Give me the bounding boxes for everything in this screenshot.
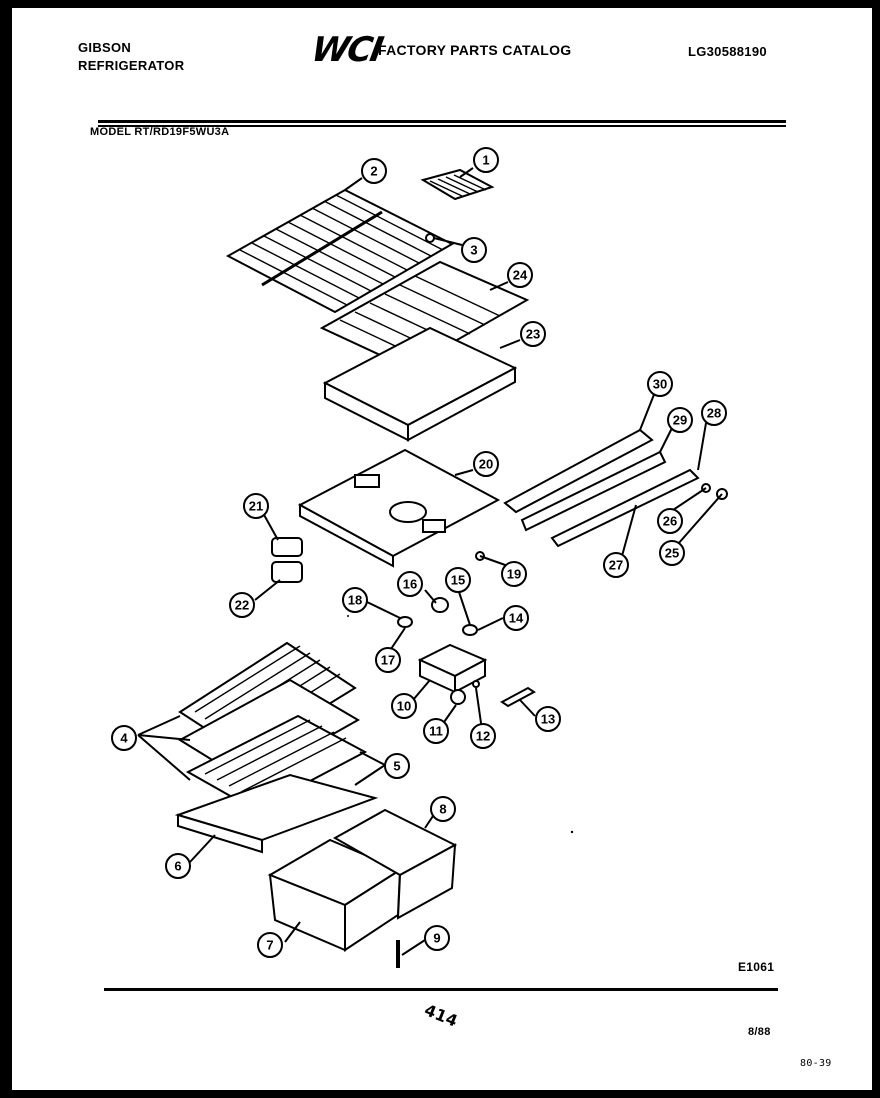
callout-label: 23 (526, 327, 540, 342)
callout-label: 27 (609, 558, 623, 573)
callout-label: 30 (653, 377, 667, 392)
callout-label: 22 (235, 598, 249, 613)
part-22-damper-housing (271, 561, 303, 583)
callout-13: 13 (535, 706, 561, 732)
callout-26: 26 (657, 508, 683, 534)
callout-label: 19 (507, 567, 521, 582)
callout-5: 5 (384, 753, 410, 779)
callout-label: 16 (403, 577, 417, 592)
part-6-crisper-cover-frame (174, 773, 379, 854)
part-21-damper (271, 537, 303, 557)
callout-9: 9 (424, 925, 450, 951)
callout-label: 4 (120, 731, 128, 746)
callout-11: 11 (423, 718, 449, 744)
footer-rule (104, 988, 778, 991)
callout-label: 18 (348, 593, 362, 608)
callout-15: 15 (445, 567, 471, 593)
diagram-code: E1061 (738, 960, 775, 974)
date-code: 8/88 (748, 1026, 771, 1038)
callout-14: 14 (503, 605, 529, 631)
callout-label: 13 (541, 712, 555, 727)
part-1-ice-tray (420, 168, 495, 201)
callout-21: 21 (243, 493, 269, 519)
part-2-wire-shelf (225, 188, 455, 314)
part-3-screw (425, 233, 435, 243)
callout-label: 8 (439, 802, 446, 817)
callout-27: 27 (603, 552, 629, 578)
callout-label: 9 (433, 931, 440, 946)
part-23-crisper-cover (322, 326, 518, 442)
callout-22: 22 (229, 592, 255, 618)
callout-label: 25 (665, 546, 679, 561)
callout-label: 28 (707, 406, 721, 421)
part-13-light-shield (500, 686, 536, 708)
part-14-socket (462, 624, 478, 636)
header-rule-bottom (98, 125, 786, 127)
callout-19: 19 (501, 561, 527, 587)
callout-label: 21 (249, 499, 263, 514)
part-8-crisper-pan (332, 808, 458, 920)
part-11-knob (450, 689, 466, 705)
corner-code: 80-39 (800, 1058, 832, 1069)
part-10-control-box (417, 643, 488, 694)
appliance-type: REFRIGERATOR (78, 58, 185, 73)
callout-label: 1 (482, 153, 489, 168)
callout-label: 20 (479, 457, 493, 472)
callout-label: 24 (513, 268, 528, 283)
callout-17: 17 (375, 647, 401, 673)
callout-12: 12 (470, 723, 496, 749)
callout-label: 7 (266, 938, 273, 953)
header-rule-top (98, 120, 786, 123)
callout-label: 17 (381, 653, 395, 668)
callout-8: 8 (430, 796, 456, 822)
speck-mark (347, 615, 349, 617)
part-12-screw (472, 680, 480, 688)
callout-10: 10 (391, 693, 417, 719)
part-24-shelf-frame (319, 260, 530, 370)
callout-23: 23 (520, 321, 546, 347)
callout-label: 6 (174, 859, 181, 874)
part-17-knob (397, 616, 413, 628)
callout-25: 25 (659, 540, 685, 566)
callout-label: 15 (451, 573, 465, 588)
speck-mark (570, 830, 574, 834)
callout-16: 16 (397, 571, 423, 597)
callout-label: 26 (663, 514, 677, 529)
callout-label: 2 (370, 164, 377, 179)
part-29-heater (520, 450, 667, 532)
callout-label: 5 (393, 759, 400, 774)
callout-7: 7 (257, 932, 283, 958)
callout-28: 28 (701, 400, 727, 426)
callout-2: 2 (361, 158, 387, 184)
callout-4: 4 (111, 725, 137, 751)
catalog-number: LG30588190 (688, 44, 767, 59)
callout-18: 18 (342, 587, 368, 613)
part-20-control-housing (297, 448, 501, 568)
brand-name: GIBSON (78, 40, 132, 55)
callout-3: 3 (461, 237, 487, 263)
callout-label: 12 (476, 729, 490, 744)
callout-label: 11 (429, 724, 443, 739)
callout-label: 14 (509, 611, 524, 626)
model-number: MODEL RT/RD19F5WU3A (90, 126, 230, 138)
callout-label: 29 (673, 413, 687, 428)
callout-29: 29 (667, 407, 693, 433)
callout-6: 6 (165, 853, 191, 879)
catalog-title: FACTORY PARTS CATALOG (378, 42, 572, 58)
callout-1: 1 (473, 147, 499, 173)
part-27-trim (550, 468, 700, 548)
part-30-trim-strip (503, 428, 654, 514)
callout-24: 24 (507, 262, 533, 288)
callout-label: 10 (397, 699, 411, 714)
callout-label: 3 (470, 243, 477, 258)
callout-20: 20 (473, 451, 499, 477)
callout-30: 30 (647, 371, 673, 397)
